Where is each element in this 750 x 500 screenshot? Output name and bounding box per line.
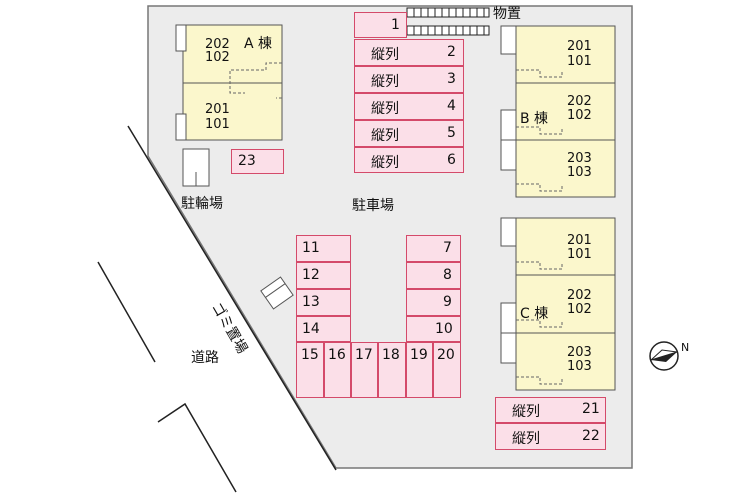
building-c-unit-3-upper: 203 — [567, 345, 592, 360]
building-b-unit-2-upper: 202 — [567, 94, 592, 109]
parking-slot-6: 縦列 6 — [354, 147, 464, 173]
parking-slot-3: 縦列 3 — [354, 66, 464, 93]
building-c-unit-2-upper: 202 — [567, 288, 592, 303]
building-b-door-1 — [500, 25, 517, 55]
parking-slot-4: 縦列 4 — [354, 93, 464, 120]
parking-slot-12: 12 — [296, 262, 351, 289]
parking-slot-18: 18 — [378, 342, 406, 398]
building-b-unit-2-lower: 102 — [567, 108, 592, 123]
building-c-stairs — [516, 261, 563, 385]
slot-number: 19 — [410, 347, 428, 363]
slot-number: 20 — [437, 347, 455, 363]
building-b-unit-3-lower: 103 — [567, 165, 592, 180]
slot-number: 7 — [443, 240, 452, 256]
building-b-door-3 — [500, 139, 517, 171]
parking-slot-8: 8 — [406, 262, 461, 289]
building-c-unit-2-lower: 102 — [567, 302, 592, 317]
building-c-door-1 — [500, 217, 517, 247]
building-b-stairs — [516, 69, 563, 192]
building-c-door-3 — [500, 332, 517, 364]
slot-number: 2 — [447, 44, 456, 60]
parking-slot-19: 19 — [406, 342, 433, 398]
car-parking-label: 駐車場 — [352, 198, 394, 214]
building-a-door-bottom — [175, 113, 187, 141]
slot-prefix: 縦列 — [371, 155, 399, 171]
slot-number: 1 — [391, 17, 400, 33]
building-a-unit-bottom-upper: 201 — [205, 102, 230, 117]
parking-slot-21: 縦列 21 — [495, 397, 606, 423]
building-c-unit-3-lower: 103 — [567, 359, 592, 374]
building-a-unit-bottom-lower: 101 — [205, 117, 230, 132]
slot-number: 11 — [302, 240, 320, 256]
slot-number: 9 — [443, 294, 452, 310]
road-edge — [127, 125, 337, 471]
slot-prefix: 縦列 — [371, 101, 399, 117]
road-line-lower — [157, 402, 237, 493]
parking-slot-10: 10 — [406, 316, 461, 342]
slot-number: 8 — [443, 267, 452, 283]
slot-number: 21 — [582, 401, 600, 417]
parking-slot-20: 20 — [433, 342, 461, 398]
building-b-unit-1-upper: 201 — [567, 39, 592, 54]
parking-slot-2: 縦列 2 — [354, 39, 464, 66]
slot-number: 16 — [328, 347, 346, 363]
slot-prefix: 縦列 — [512, 431, 540, 447]
garbage-shed — [260, 276, 294, 310]
slot-number: 14 — [302, 321, 320, 337]
road-line-upper — [97, 261, 156, 363]
building-b-label: B 棟 — [520, 111, 549, 127]
building-a-stairs — [229, 62, 282, 99]
building-b — [515, 25, 616, 198]
building-c-label: C 棟 — [520, 306, 549, 322]
slot-number: 10 — [435, 321, 453, 337]
compass-north-label: N — [681, 341, 690, 354]
storage-label: 物置 — [493, 6, 521, 22]
building-b-unit-1-lower: 101 — [567, 54, 592, 69]
slot-prefix: 縦列 — [371, 128, 399, 144]
parking-slot-9: 9 — [406, 289, 461, 316]
slot-number: 17 — [355, 347, 373, 363]
slot-prefix: 縦列 — [371, 74, 399, 90]
slot-number: 22 — [582, 428, 600, 444]
slot-number: 5 — [447, 125, 456, 141]
parking-slot-5: 縦列 5 — [354, 120, 464, 147]
building-a-door-top — [175, 24, 187, 52]
building-a-unit-top-upper: 202 — [205, 37, 230, 52]
slot-prefix: 縦列 — [371, 47, 399, 63]
parking-slot-23: 23 — [231, 149, 284, 174]
parking-slot-22: 縦列 22 — [495, 423, 606, 450]
storage-stripes — [413, 8, 485, 35]
building-c-unit-1-lower: 101 — [567, 247, 592, 262]
slot-number: 6 — [447, 152, 456, 168]
building-c-unit-1-upper: 201 — [567, 233, 592, 248]
parking-slot-7: 7 — [406, 235, 461, 262]
bike-parking-label: 駐輪場 — [181, 196, 223, 212]
parking-slot-14: 14 — [296, 316, 351, 342]
slot-number: 23 — [238, 153, 256, 169]
slot-number: 13 — [302, 294, 320, 310]
building-a-label: A 棟 — [244, 36, 273, 52]
building-c — [515, 217, 616, 391]
building-c-door-2 — [500, 302, 517, 334]
parking-slot-16: 16 — [324, 342, 351, 398]
slot-number: 3 — [447, 71, 456, 87]
building-b-door-2 — [500, 109, 517, 141]
slot-prefix: 縦列 — [512, 404, 540, 420]
parking-slot-17: 17 — [351, 342, 378, 398]
compass-icon — [649, 341, 679, 371]
slot-number: 12 — [302, 267, 320, 283]
slot-number: 4 — [447, 98, 456, 114]
building-a-unit-top-lower: 102 — [205, 50, 230, 65]
slot-number: 18 — [382, 347, 400, 363]
parking-slot-11: 11 — [296, 235, 351, 262]
building-b-unit-3-upper: 203 — [567, 151, 592, 166]
parking-slot-1: 1 — [354, 12, 407, 38]
storage-shed — [406, 7, 490, 36]
slot-number: 15 — [301, 347, 319, 363]
parking-slot-13: 13 — [296, 289, 351, 316]
parking-slot-15: 15 — [296, 342, 324, 398]
road-label: 道路 — [191, 350, 219, 366]
